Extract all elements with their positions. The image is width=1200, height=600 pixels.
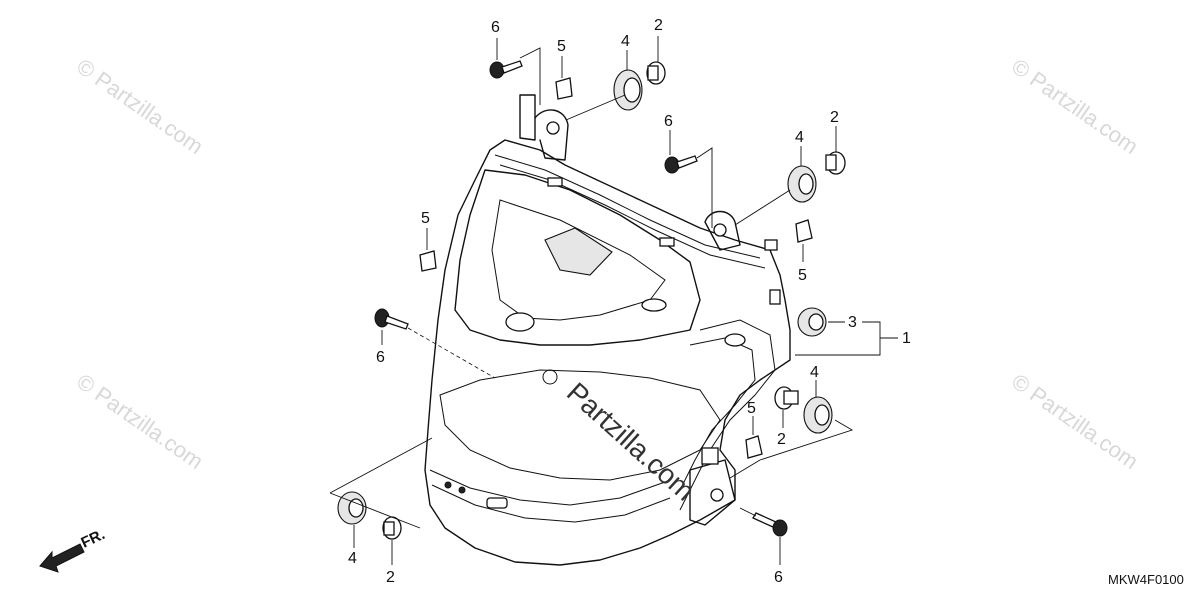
drl-lamp [486, 497, 508, 509]
callout-4-bottom: 4 [348, 550, 357, 567]
bolt-top [489, 60, 523, 79]
clip-left [419, 250, 437, 272]
lens-outline [454, 169, 701, 346]
led-2 [641, 298, 667, 312]
top-bracket-loop [534, 109, 569, 161]
top-bracket [519, 94, 536, 141]
lower-lens [439, 369, 721, 481]
drl-strip-2 [431, 484, 671, 523]
watermark-top-left: © Partzilla.com [72, 54, 208, 160]
callout-2-right: 2 [830, 109, 839, 126]
drl-dot-2 [458, 486, 466, 494]
callout-4-top: 4 [621, 33, 630, 50]
lower-bracket [689, 459, 736, 526]
tab-3 [764, 239, 778, 251]
diagram-code: MKW4F0100 [1108, 572, 1184, 587]
clip-top [555, 77, 573, 100]
center-watermark-text: Partzilla.com [561, 376, 701, 506]
callout-6-top: 6 [491, 19, 500, 36]
callout-2-top: 2 [654, 17, 663, 34]
collar-right [825, 151, 846, 175]
top-bracket-hole [546, 121, 560, 135]
callout-4-midright: 4 [810, 364, 819, 381]
front-arrow-icon [39, 543, 85, 573]
bolt-bottom [752, 512, 788, 537]
collar-top [646, 61, 666, 85]
grommet-top [613, 69, 643, 111]
tab-1 [547, 177, 563, 187]
callout-6-left: 6 [376, 349, 385, 366]
side-panel [679, 319, 776, 511]
tab-4 [769, 289, 781, 305]
leader-lines [329, 36, 898, 565]
grommet-right [787, 165, 817, 203]
clip-lowright [745, 435, 763, 459]
bolt-mid [664, 155, 698, 174]
lower-bracket-hole [710, 488, 724, 502]
callout-3: 3 [848, 314, 857, 331]
callout-6-bottom: 6 [774, 569, 783, 586]
watermark-mid-right: © Partzilla.com [1007, 369, 1143, 475]
clip-right [795, 219, 813, 243]
watermark-mid-left: © Partzilla.com [72, 369, 208, 475]
callout-5-top: 5 [557, 38, 566, 55]
front-direction-indicator: FR. [39, 526, 108, 573]
parts [337, 60, 846, 540]
drl-strip [429, 469, 666, 506]
collar-midright [774, 386, 799, 410]
grommet-midright [803, 396, 833, 434]
lens-window [544, 227, 613, 276]
callout-5-left: 5 [421, 210, 430, 227]
drl-dot-1 [444, 481, 452, 489]
center-watermark: Partzilla.com [542, 369, 701, 507]
callout-5-right: 5 [798, 267, 807, 284]
callout-2-midright: 2 [777, 431, 786, 448]
grommet-3 [797, 307, 827, 337]
housing-outline [424, 139, 791, 566]
lower-bracket-tab [701, 447, 719, 465]
callout-5-lowright: 5 [747, 400, 756, 417]
front-label: FR. [79, 526, 108, 552]
callouts: 6 5 4 2 6 4 2 5 5 6 3 1 4 5 2 4 2 6 [348, 17, 911, 586]
headlight-housing [424, 94, 791, 566]
callout-4-right: 4 [795, 129, 804, 146]
callout-6-mid: 6 [664, 113, 673, 130]
right-bracket [704, 210, 741, 251]
reflector-v [491, 199, 666, 321]
callout-1: 1 [902, 330, 911, 347]
callout-2-bottom: 2 [386, 569, 395, 586]
top-ridge-2 [499, 164, 766, 269]
led-1 [505, 312, 535, 332]
center-watermark-symbol [542, 369, 558, 385]
bolt-left [374, 308, 409, 330]
watermark-top-right: © Partzilla.com [1007, 54, 1143, 160]
collar-bottom [382, 516, 402, 540]
tab-2 [659, 237, 675, 247]
top-ridge [494, 154, 761, 259]
right-bracket-hole [713, 223, 727, 237]
led-3 [724, 333, 746, 347]
left-bolt-dash [407, 327, 496, 379]
side-panel-2 [679, 337, 756, 491]
grommet-bottom [337, 491, 367, 525]
